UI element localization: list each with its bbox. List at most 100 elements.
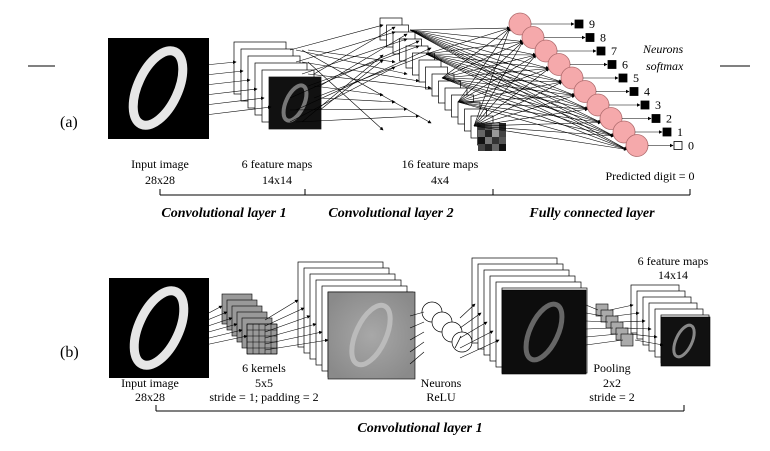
digit-label: 5 [633,71,639,85]
connection-line [409,29,615,137]
kernels-params: stride = 1; padding = 2 [209,390,318,404]
input-image-a [108,38,209,139]
pixel [492,144,499,151]
connection-line [619,319,646,323]
connection-line [295,114,420,123]
pixel [485,137,492,144]
connection-line [295,49,408,76]
kernels-size: 5x5 [255,376,273,390]
connection-line [264,338,329,351]
connection-line [409,29,537,57]
connection-line [457,80,563,103]
kernels-label: 6 kernels [242,361,286,375]
pixel [492,137,499,144]
relu-activation: ReLU [426,390,456,404]
pooled-output-stack [630,284,711,367]
output-maps-label: 6 feature maps [638,254,709,268]
feature-map-image [269,77,321,129]
connection-line [459,312,482,329]
digit-label: 6 [622,58,628,72]
connection-line [473,81,563,127]
connection-line [425,53,628,150]
connection-line [409,351,425,365]
connection-line [425,53,563,84]
relu-output-digit [523,301,565,363]
connection-line [585,339,624,346]
connection-line [307,61,384,131]
connection-line [204,96,265,106]
connection-line [409,29,550,70]
connection-line [204,105,272,116]
digit-label: 0 [688,139,694,153]
connection-line [409,29,524,43]
output-unit [607,60,617,69]
connection-line [441,77,602,124]
connection-line [441,77,628,151]
connection-line [441,77,589,111]
connection-line [264,330,323,345]
layer-bracket-a [159,189,691,196]
input-size-b: 28x28 [135,390,165,404]
connection-line [204,78,251,86]
layer-bracket-b [155,405,685,412]
output-unit [585,33,595,42]
connection-line [409,321,425,329]
connection-line [473,107,589,127]
predicted-digit: Predicted digit = 0 [605,169,694,183]
connection-line [409,341,425,353]
relu-label: Neurons [421,376,462,390]
neuron [625,134,649,157]
connection-line [204,328,243,340]
connection-line [609,303,634,311]
output-unit [596,46,606,56]
connection-line [473,94,576,127]
connection-line [457,67,550,103]
connection-line [624,327,652,331]
connection-line [313,26,396,75]
pixel [499,137,506,144]
conv-output-digit [349,302,393,368]
connection-line [289,40,420,99]
connection-line [409,29,563,83]
pooling-label: Pooling [593,361,630,375]
connection-line [204,323,238,334]
digit-label: 3 [655,98,661,112]
digit-label: 1 [677,125,683,139]
digit-label: 9 [589,17,595,31]
conv-output-bg [327,291,416,380]
connection-line [264,307,305,327]
connection-line [264,323,317,339]
connection-line [473,125,615,138]
connection-line [459,321,488,339]
connection-line [264,315,311,333]
relu-output-bg [501,289,587,375]
connection-line [473,40,524,127]
connection-line [313,85,384,97]
connection-line [473,27,511,127]
pooling-stride: stride = 2 [589,390,634,404]
connection-line [307,45,420,87]
connection-line [319,33,408,87]
connection-line [459,339,500,359]
relu-output-stack [471,257,588,375]
connection-line [409,311,425,317]
pixel [499,130,506,137]
pooled-output-image [660,316,711,367]
conv-output-stack [297,261,416,380]
connection-line [441,53,537,79]
connection-line [204,87,258,96]
pixel [485,144,492,151]
conv1-feature-maps-a [233,41,322,130]
pooled-output-digit [672,323,696,359]
output-maps-size: 14x14 [658,268,688,282]
conv1-maps-label: 6 feature maps [242,157,313,171]
output-unit [640,100,650,110]
pooling-size: 2x2 [603,376,621,390]
pixel [485,130,492,137]
connection-line [425,53,550,70]
connection-line [409,29,576,97]
conv1-maps-size: 14x14 [262,173,292,187]
digit-label: 7 [611,44,617,58]
